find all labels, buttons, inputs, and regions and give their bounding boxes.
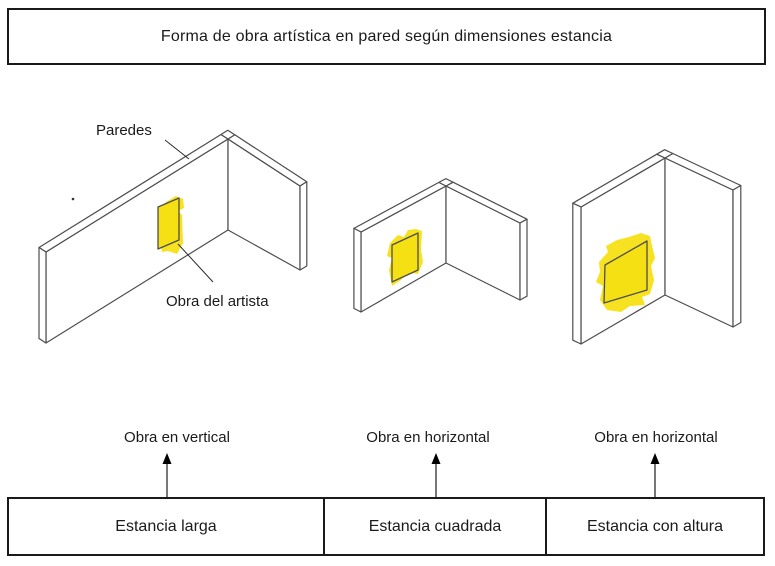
obra-pointer-line (177, 243, 214, 283)
arrow-up-estancia-larga (162, 453, 172, 497)
arrow-up-estancia-con-altura (650, 453, 660, 497)
walls-annotation: Paredes (96, 122, 152, 139)
artwork-horizontal-large (603, 240, 648, 304)
room-drawing-estancia-larga (38, 129, 308, 344)
room-box-estancia-larga: Estancia larga (7, 497, 325, 556)
orientation-label-estancia-con-altura: Obra en horizontal (594, 429, 718, 446)
artwork-horizontal (391, 232, 419, 283)
room-drawing-estancia-con-altura (572, 149, 742, 345)
artwork-vertical (157, 197, 180, 250)
orientation-label-estancia-cuadrada: Obra en horizontal (366, 429, 490, 446)
diagram-title: Forma de obra artística en pared según d… (160, 27, 613, 45)
room-box-label: Estancia larga (115, 517, 217, 535)
paredes-pointer-line (164, 139, 190, 160)
room-drawing-estancia-cuadrada (353, 178, 528, 313)
stray-dot (71, 197, 75, 201)
arrow-up-estancia-cuadrada (431, 453, 441, 497)
room-box-estancia-cuadrada: Estancia cuadrada (323, 497, 547, 556)
room-box-estancia-con-altura: Estancia con altura (545, 497, 765, 556)
room-box-label: Estancia cuadrada (368, 517, 502, 535)
orientation-label-estancia-larga: Obra en vertical (124, 429, 230, 446)
diagram-title-box: Forma de obra artística en pared según d… (7, 8, 766, 65)
artwork-annotation: Obra del artista (166, 293, 269, 310)
room-box-label: Estancia con altura (586, 517, 724, 535)
